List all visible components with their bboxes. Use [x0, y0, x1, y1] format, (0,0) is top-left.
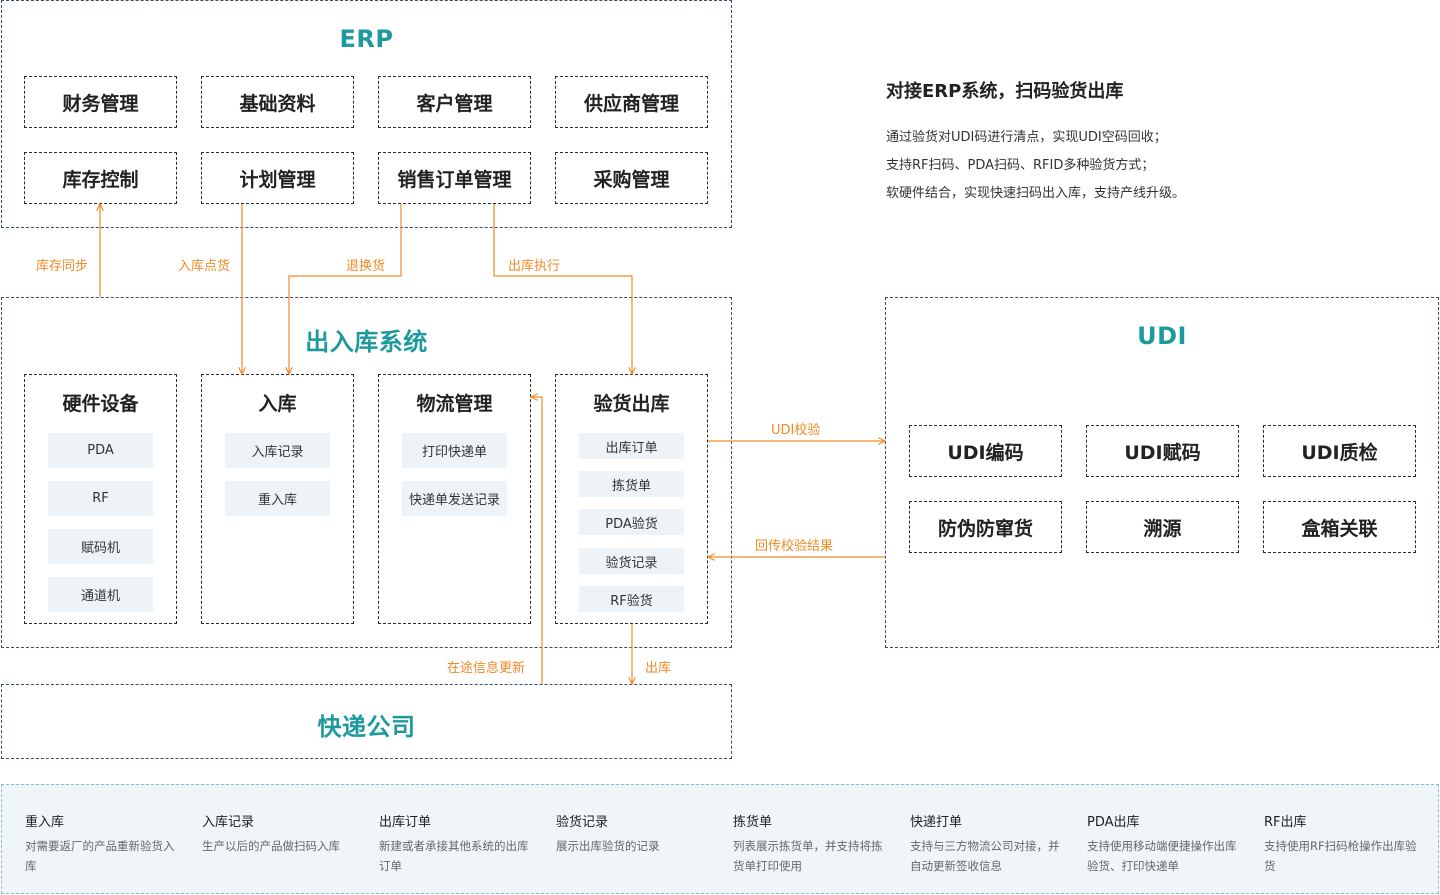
label-inbound-check: 入库点货 — [178, 259, 231, 274]
label-return-exchange: 退换货 — [346, 259, 386, 274]
info-line-1: 通过验货对UDI码进行清点，实现UDI空码回收； — [886, 130, 1167, 145]
udi-container: UDI — [885, 297, 1439, 648]
footer-item-rf-outbound: RF出库 支持使用RF扫码枪操作出库验货 — [1264, 811, 1422, 876]
hardware-item-rf[interactable]: RF — [48, 481, 153, 516]
inspection-item-orders[interactable]: 出库订单 — [579, 433, 684, 459]
logistics-title: 物流管理 — [416, 393, 493, 415]
footer-item-desc: 支持与三方物流公司对接，并自动更新签收信息 — [910, 839, 1060, 873]
hardware-item-gate[interactable]: 通道机 — [48, 577, 153, 612]
footer-item-desc: 生产以后的产品做扫码入库 — [202, 839, 340, 853]
udi-module-box-link[interactable]: 盒箱关联 — [1263, 501, 1416, 553]
footer-item-desc: 列表展示拣货单，并支持将拣货单打印使用 — [733, 839, 883, 873]
inspection-title: 验货出库 — [593, 393, 670, 415]
udi-module-encoding[interactable]: UDI编码 — [909, 425, 1062, 477]
inbound-title: 入库 — [258, 393, 297, 415]
udi-module-qc[interactable]: UDI质检 — [1263, 425, 1416, 477]
erp-title: ERP — [339, 25, 394, 53]
footer-item-desc: 展示出库验货的记录 — [556, 839, 660, 853]
footer-item-title: 快递打单 — [910, 815, 963, 830]
footer-item-outbound-orders: 出库订单 新建或者承接其他系统的出库订单 — [379, 811, 537, 876]
courier-title: 快递公司 — [317, 713, 416, 741]
footer-item-title: 入库记录 — [202, 815, 255, 830]
inspection-item-picking[interactable]: 拣货单 — [579, 471, 684, 497]
logistics-item-print[interactable]: 打印快递单 — [402, 433, 507, 468]
footer-item-pda-outbound: PDA出库 支持使用移动端便捷操作出库验货、打印快递单 — [1087, 811, 1245, 876]
erp-container: ERP — [1, 0, 732, 228]
arrow-transit-update — [531, 397, 543, 684]
footer-item-picking: 拣货单 列表展示拣货单，并支持将拣货单打印使用 — [733, 811, 891, 876]
footer-item-title: 出库订单 — [379, 815, 432, 830]
footer-item-desc: 对需要返厂的产品重新验货入库 — [25, 839, 175, 873]
erp-module-sales-order[interactable]: 销售订单管理 — [378, 152, 531, 204]
info-line-2: 支持RF扫码、PDA扫码、RFID多种验货方式； — [886, 158, 1155, 173]
footer-item-title: 验货记录 — [556, 815, 609, 830]
erp-module-supplier[interactable]: 供应商管理 — [555, 76, 708, 128]
footer-item-title: RF出库 — [1264, 815, 1307, 830]
inbound-module: 入库 入库记录 重入库 — [201, 374, 354, 624]
footer-item-title: 拣货单 — [733, 815, 773, 830]
udi-module-anticounterfeit[interactable]: 防伪防窜货 — [909, 501, 1062, 553]
udi-module-trace[interactable]: 溯源 — [1086, 501, 1239, 553]
arrow-outbound-exec — [493, 204, 632, 374]
footer-item-courier-print: 快递打单 支持与三方物流公司对接，并自动更新签收信息 — [910, 811, 1068, 876]
wms-container: 出入库系统 — [1, 297, 732, 648]
info-line-3: 软硬件结合，实现快速扫码出入库，支持产线升级。 — [886, 186, 1186, 201]
footer-item-inbound-records: 入库记录 生产以后的产品做扫码入库 — [202, 811, 360, 856]
logistics-module: 物流管理 打印快递单 快递单发送记录 — [378, 374, 531, 624]
hardware-module: 硬件设备 PDA RF 赋码机 通道机 — [24, 374, 177, 624]
label-udi-verify: UDI校验 — [771, 423, 821, 438]
label-outbound-exec: 出库执行 — [508, 259, 561, 274]
footer-glossary: 重入库 对需要返厂的产品重新验货入库 入库记录 生产以后的产品做扫码入库 出库订… — [1, 784, 1439, 894]
udi-title: UDI — [1137, 322, 1187, 350]
footer-item-desc: 支持使用移动端便捷操作出库验货、打印快递单 — [1087, 839, 1237, 873]
wms-title: 出入库系统 — [305, 328, 428, 356]
footer-item-reinbound: 重入库 对需要返厂的产品重新验货入库 — [25, 811, 183, 876]
footer-item-desc: 支持使用RF扫码枪操作出库验货 — [1264, 839, 1417, 873]
hardware-title: 硬件设备 — [62, 393, 139, 415]
erp-module-planning[interactable]: 计划管理 — [201, 152, 354, 204]
courier-container: 快递公司 — [1, 684, 732, 759]
inbound-item-reinbound[interactable]: 重入库 — [225, 481, 330, 516]
footer-item-desc: 新建或者承接其他系统的出库订单 — [379, 839, 529, 873]
erp-module-finance[interactable]: 财务管理 — [24, 76, 177, 128]
hardware-item-coder[interactable]: 赋码机 — [48, 529, 153, 564]
inspection-item-records[interactable]: 验货记录 — [579, 548, 684, 574]
inspection-item-rf[interactable]: RF验货 — [579, 586, 684, 612]
udi-module-assign[interactable]: UDI赋码 — [1086, 425, 1239, 477]
label-outbound: 出库 — [645, 661, 672, 676]
erp-module-procurement[interactable]: 采购管理 — [555, 152, 708, 204]
footer-item-title: 重入库 — [25, 815, 65, 830]
footer-item-inspection-records: 验货记录 展示出库验货的记录 — [556, 811, 714, 856]
hardware-item-pda[interactable]: PDA — [48, 433, 153, 468]
footer-item-title: PDA出库 — [1087, 815, 1140, 830]
inspection-item-pda[interactable]: PDA验货 — [579, 509, 684, 535]
arrow-return-exchange — [289, 204, 402, 374]
info-title: 对接ERP系统，扫码验货出库 — [886, 81, 1124, 102]
erp-module-customer[interactable]: 客户管理 — [378, 76, 531, 128]
label-return-result: 回传校验结果 — [755, 539, 834, 554]
erp-module-basic-data[interactable]: 基础资料 — [201, 76, 354, 128]
label-transit-update: 在途信息更新 — [447, 661, 526, 676]
inspection-module: 验货出库 出库订单 拣货单 PDA验货 验货记录 RF验货 — [555, 374, 708, 624]
inbound-item-records[interactable]: 入库记录 — [225, 433, 330, 468]
logistics-item-send-records[interactable]: 快递单发送记录 — [402, 481, 507, 516]
label-stock-sync: 库存同步 — [36, 259, 89, 274]
